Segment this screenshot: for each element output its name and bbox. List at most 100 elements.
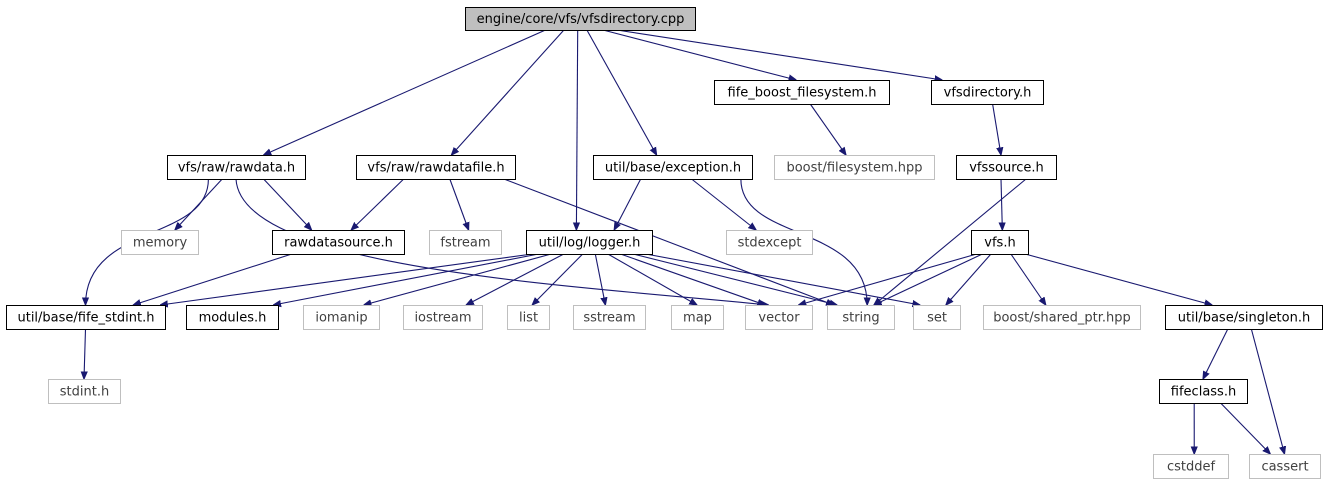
node-box xyxy=(1249,454,1321,479)
node-box xyxy=(186,305,279,330)
node-label: iomanip xyxy=(315,311,367,326)
node-rd[interactable]: vfs/raw/rawdata.h xyxy=(167,155,306,180)
node-label: vector xyxy=(758,311,800,326)
edge-log-to-iom xyxy=(364,253,552,305)
edge-log-to-sst xyxy=(594,253,605,305)
node-box xyxy=(714,80,890,105)
edge-vdh-to-vsrc xyxy=(992,103,1001,155)
node-vdh[interactable]: vfsdirectory.h xyxy=(931,80,1044,105)
edge-vfs-to-sgl xyxy=(1025,253,1212,305)
node-exc[interactable]: util/base/exception.h xyxy=(593,155,753,180)
edge-root-to-fbf xyxy=(602,29,796,80)
node-box xyxy=(913,305,961,330)
edge-vfs-to-vec xyxy=(799,253,977,305)
node-box xyxy=(356,155,516,180)
node-label: iostream xyxy=(414,311,471,326)
node-rds[interactable]: rawdatasource.h xyxy=(272,230,405,255)
node-label: util/log/logger.h xyxy=(539,236,641,251)
node-vsrc[interactable]: vfssource.h xyxy=(956,155,1057,180)
node-box xyxy=(671,305,724,330)
node-sgl[interactable]: util/base/singleton.h xyxy=(1165,305,1323,330)
node-label: map xyxy=(683,311,712,326)
node-label: util/base/fife_stdint.h xyxy=(17,311,154,326)
edge-rds-to-fsi xyxy=(133,253,292,305)
node-label: list xyxy=(519,311,538,326)
node-set: set xyxy=(913,305,961,330)
node-box xyxy=(573,305,646,330)
node-label: string xyxy=(842,311,879,326)
edge-fbf-to-bfs xyxy=(809,103,846,155)
edge-log-to-mod xyxy=(273,253,539,305)
edge-sgl-to-fcl xyxy=(1203,328,1229,379)
edge-rd-to-mem xyxy=(175,178,223,230)
edge-root-to-vdh xyxy=(616,29,942,80)
node-label: fstream xyxy=(440,236,490,251)
node-box xyxy=(465,7,696,31)
node-label: vfssource.h xyxy=(969,161,1044,176)
node-label: cstddef xyxy=(1167,460,1216,475)
node-box xyxy=(507,305,550,330)
edge-vsrc-to-vfs xyxy=(1001,178,1002,230)
node-box xyxy=(983,305,1141,330)
node-box xyxy=(774,155,935,180)
edge-vfs-to-set xyxy=(946,253,992,305)
node-fst: fstream xyxy=(429,230,502,255)
edge-rd-to-rds xyxy=(263,178,312,230)
edge-vsrc-to-str xyxy=(874,178,1027,305)
node-vfs[interactable]: vfs.h xyxy=(971,230,1029,255)
node-box xyxy=(429,230,502,255)
edge-log-to-ios xyxy=(466,253,565,305)
node-label: boost/shared_ptr.hpp xyxy=(993,311,1131,326)
node-label: engine/core/vfs/vfsdirectory.cpp xyxy=(477,12,685,27)
edge-vfs-to-bsp xyxy=(1010,253,1046,305)
edge-root-to-log xyxy=(576,29,577,230)
node-box xyxy=(303,305,380,330)
edge-rdf-to-str xyxy=(503,178,834,305)
node-fcl[interactable]: fifeclass.h xyxy=(1159,379,1248,404)
node-label: stdexcept xyxy=(738,236,802,251)
edge-log-to-vec xyxy=(620,253,766,305)
edge-log-to-str xyxy=(632,253,837,305)
edge-log-to-lst xyxy=(532,253,584,305)
node-iom: iomanip xyxy=(303,305,380,330)
edge-rdf-to-rds xyxy=(351,178,405,230)
node-label: modules.h xyxy=(199,311,267,326)
node-label: fifeclass.h xyxy=(1171,385,1236,400)
node-box xyxy=(6,305,166,330)
node-bfs: boost/filesystem.hpp xyxy=(774,155,935,180)
node-mod[interactable]: modules.h xyxy=(186,305,279,330)
edge-root-to-rd xyxy=(264,29,546,155)
edge-log-to-map xyxy=(607,253,697,305)
node-label: sstream xyxy=(583,311,635,326)
edge-exc-to-stde xyxy=(691,178,757,230)
node-rdf[interactable]: vfs/raw/rawdatafile.h xyxy=(356,155,516,180)
node-map: map xyxy=(671,305,724,330)
node-box xyxy=(48,379,121,404)
edge-fsi-to-sdi xyxy=(84,328,86,379)
node-log[interactable]: util/log/logger.h xyxy=(526,230,653,255)
node-label: rawdatasource.h xyxy=(284,236,393,251)
node-label: fife_boost_filesystem.h xyxy=(728,86,877,101)
node-ios: iostream xyxy=(403,305,483,330)
node-label: util/base/exception.h xyxy=(605,161,741,176)
node-box xyxy=(971,230,1029,255)
node-box xyxy=(931,80,1044,105)
node-box xyxy=(827,305,895,330)
node-label: vfs.h xyxy=(984,236,1015,251)
node-csd: cstddef xyxy=(1153,454,1229,479)
node-lst: list xyxy=(507,305,550,330)
edge-rdf-to-fst xyxy=(449,178,469,230)
edges-layer xyxy=(84,29,1285,454)
edge-vfs-to-str xyxy=(874,253,983,305)
node-fbf[interactable]: fife_boost_filesystem.h xyxy=(714,80,890,105)
node-box xyxy=(956,155,1057,180)
node-fsi[interactable]: util/base/fife_stdint.h xyxy=(6,305,166,330)
node-label: vfs/raw/rawdatafile.h xyxy=(367,161,504,176)
node-bsp: boost/shared_ptr.hpp xyxy=(983,305,1141,330)
node-sst: sstream xyxy=(573,305,646,330)
edge-fcl-to-cas xyxy=(1220,402,1271,454)
node-label: vfsdirectory.h xyxy=(944,86,1032,101)
edge-log-to-set xyxy=(645,253,920,305)
node-root[interactable]: engine/core/vfs/vfsdirectory.cpp xyxy=(465,7,696,31)
node-vec: vector xyxy=(745,305,813,330)
